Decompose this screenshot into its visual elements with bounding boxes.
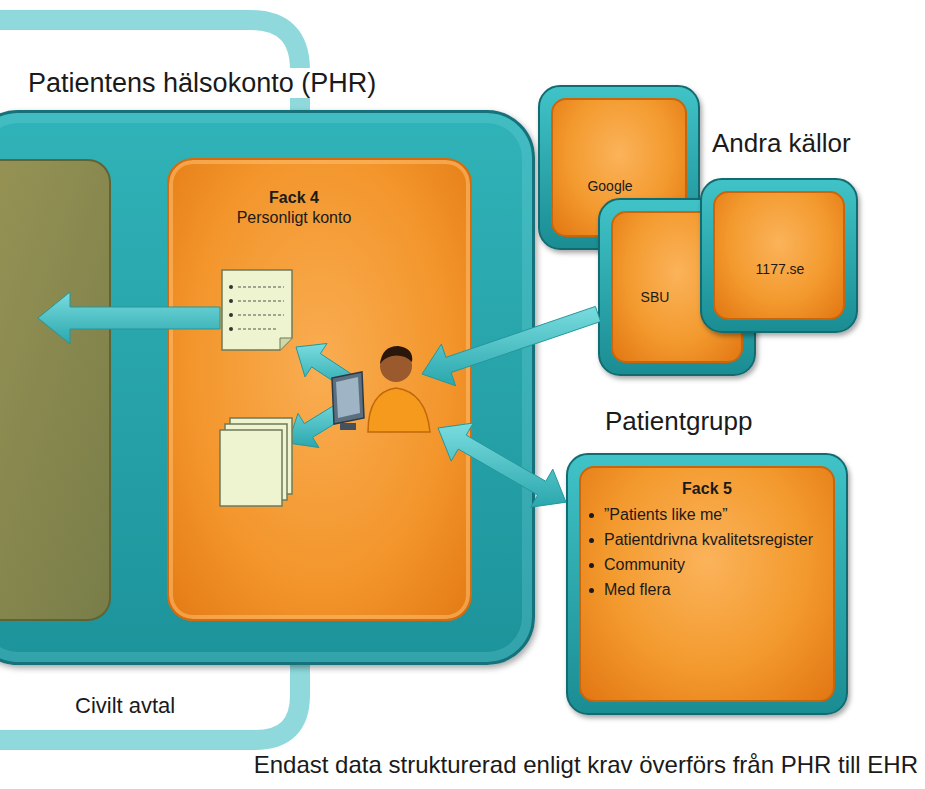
node-heading-wrap: Google [550, 177, 670, 196]
node-heading-wrap: Patientens hälsokonto (PHR) [25, 67, 379, 101]
bullet-item: Med flera [604, 581, 671, 598]
ehr-box [0, 160, 110, 620]
bullet-item: ”Patients like me” [604, 506, 728, 523]
node-heading-wrap: Patientgrupp [605, 405, 752, 438]
patient-group-box: PatientgruppFack 5”Patients like me”Pati… [566, 453, 848, 715]
transfer-arrow [38, 292, 220, 344]
connector-arrow [422, 306, 601, 385]
node-text-wrap: Fack 5 [583, 479, 831, 499]
node-heading-wrap: Fack 4 [199, 188, 389, 208]
node-heading-wrap: 1177.se [720, 260, 840, 279]
bullet-item: Patientdrivna kvalitetsregister [604, 531, 813, 548]
node-heading: Fack 4 [269, 189, 319, 206]
group-label: Civilt avtal [75, 693, 175, 718]
node-text-wrap: Personligt konto [199, 208, 389, 228]
connector-layer [422, 306, 601, 507]
flow-arrow [296, 344, 356, 391]
person-at-computer-icon [332, 346, 430, 432]
node-heading: 1177.se [756, 261, 805, 277]
flow-arrows [38, 292, 356, 448]
bullet-item-wrap: Community [604, 555, 819, 575]
group-label-wrap: Andra källor [712, 127, 851, 160]
orange-panel [713, 191, 845, 320]
bullet-item-wrap: ”Patients like me” [604, 505, 819, 525]
node-heading: Google [587, 178, 632, 194]
connector-arrow [438, 423, 566, 507]
node-text: Personligt konto [237, 209, 352, 226]
group-label-wrap: Civilt avtal [75, 692, 175, 720]
flow-arrow [288, 398, 354, 447]
caption-wrap: Endast data strukturerad enligt krav öve… [254, 750, 918, 780]
node-heading: Patientens hälsokonto (PHR) [25, 68, 379, 98]
node-text: Fack 5 [682, 480, 732, 497]
phr-account-box: Patientens hälsokonto (PHR)Fack 4Personl… [0, 110, 535, 665]
document-stack-icon [220, 418, 292, 506]
node-heading: SBU [641, 289, 670, 305]
document-icon [222, 270, 292, 350]
bullet-item-wrap: Med flera [604, 580, 819, 600]
caption: Endast data strukturerad enligt krav öve… [254, 751, 918, 778]
bullet-item-wrap: Patientdrivna kvalitetsregister [604, 530, 819, 550]
node-heading: Patientgrupp [605, 406, 752, 436]
group-label: Andra källor [712, 128, 851, 158]
node-heading-wrap: SBU [615, 288, 695, 307]
compartment-box: Fack 4 Personligt konto [167, 158, 472, 621]
source-box: 1177.se [700, 178, 858, 333]
bullet-item: Community [604, 556, 685, 573]
